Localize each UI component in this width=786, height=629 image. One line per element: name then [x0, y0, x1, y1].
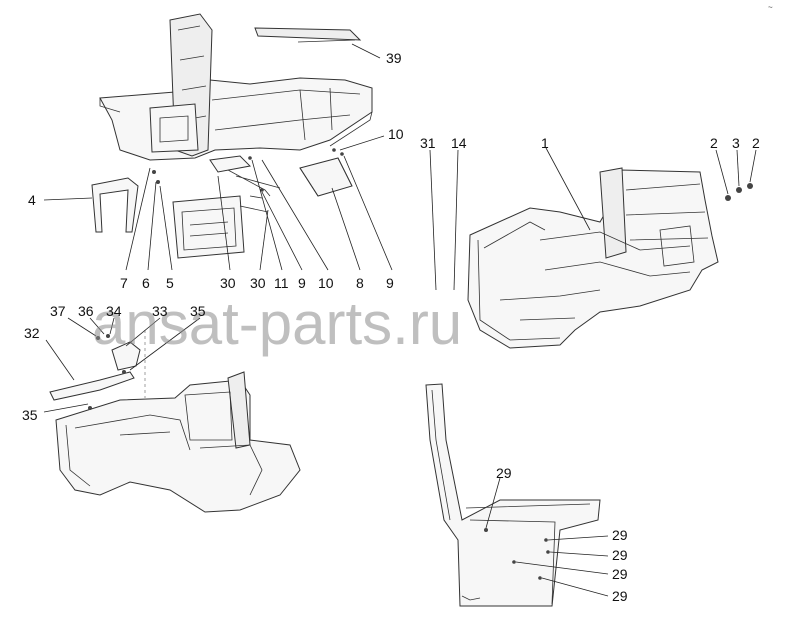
callout-29-e: 29: [612, 588, 628, 604]
part-32: [49, 371, 135, 401]
callout-36: 36: [78, 303, 94, 319]
leader-lines-lower-right: [485, 477, 609, 597]
callout-labels: 39 10 4 7 6 5 30 30 11 9 10 8 9 31 14 1 …: [22, 50, 760, 604]
leader-lines-right-top: [429, 147, 757, 291]
loose-parts-upper: [91, 148, 353, 259]
part-4: [91, 177, 139, 233]
callout-6: 6: [142, 275, 150, 291]
callout-10-lower: 10: [318, 275, 334, 291]
callout-32: 32: [24, 325, 40, 341]
part-8: [299, 157, 353, 197]
callout-1: 1: [541, 135, 549, 151]
leader-lines-upper: [43, 43, 393, 271]
callout-14: 14: [451, 135, 467, 151]
callout-7: 7: [120, 275, 128, 291]
part-11: [209, 155, 252, 173]
watermark-text: ansat-parts.ru: [92, 290, 462, 357]
callout-5: 5: [166, 275, 174, 291]
upper-frame-assembly: [99, 13, 373, 161]
callout-30-a: 30: [220, 275, 236, 291]
callout-29-a: 29: [496, 465, 512, 481]
callout-34: 34: [106, 303, 122, 319]
frame-assembly-1: [467, 167, 753, 349]
callout-4: 4: [28, 192, 36, 208]
callout-2-a: 2: [710, 135, 718, 151]
callout-2-b: 2: [752, 135, 760, 151]
callout-30-b: 30: [250, 275, 266, 291]
part-33: [111, 341, 141, 371]
side-panel-assembly: [425, 383, 601, 607]
corner-mark: ~: [768, 3, 773, 12]
leader-lines-lower-left: [43, 317, 201, 413]
floor-assembly: [55, 330, 301, 513]
loose-parts-lower: [49, 334, 141, 410]
callout-31: 31: [420, 135, 436, 151]
callout-35-lower: 35: [22, 407, 38, 423]
callout-3: 3: [732, 135, 740, 151]
callout-9-b: 9: [386, 275, 394, 291]
callout-39: 39: [386, 50, 402, 66]
callout-35-upper: 35: [190, 303, 206, 319]
callout-29-d: 29: [612, 566, 628, 582]
callout-8: 8: [356, 275, 364, 291]
callout-9-a: 9: [298, 275, 306, 291]
callout-29-b: 29: [612, 527, 628, 543]
callout-33: 33: [152, 303, 168, 319]
callout-37: 37: [50, 303, 66, 319]
callout-29-c: 29: [612, 547, 628, 563]
callout-10-upper: 10: [388, 126, 404, 142]
callout-11: 11: [274, 275, 289, 291]
